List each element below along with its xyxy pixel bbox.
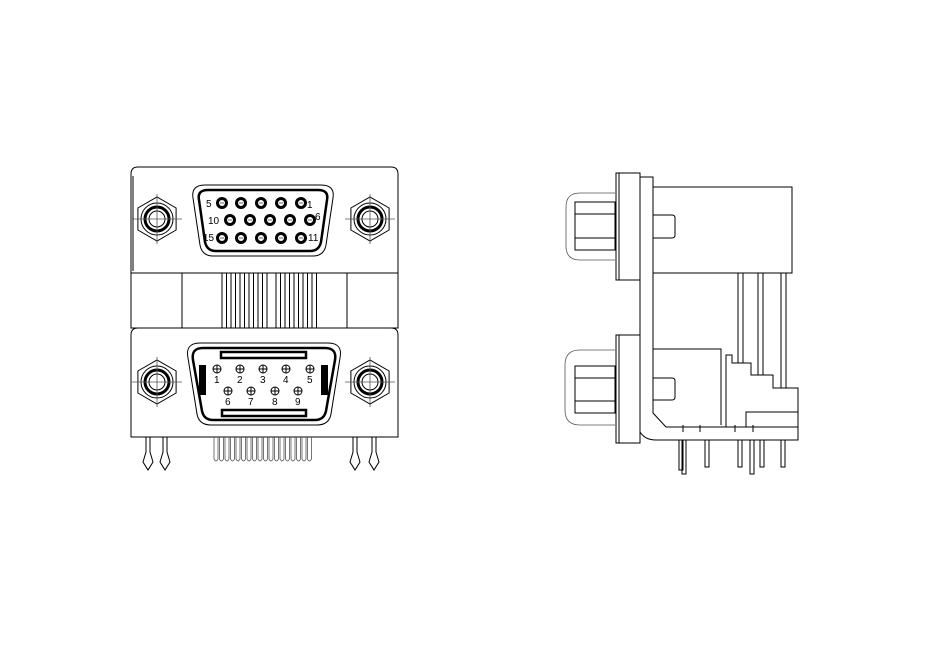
pin-socket bbox=[255, 197, 267, 209]
upper-flange bbox=[615, 172, 641, 281]
pin-socket bbox=[224, 214, 236, 226]
de9-pin-label: 4 bbox=[283, 375, 289, 386]
pin: 1 bbox=[212, 364, 222, 386]
de9-pin-label: 3 bbox=[260, 375, 266, 386]
de9-pin-label: 7 bbox=[248, 397, 254, 408]
vga-pins bbox=[216, 197, 316, 244]
hex-nut-icon bbox=[132, 194, 182, 244]
lower-panel bbox=[130, 327, 399, 438]
side-pins bbox=[682, 273, 799, 432]
vga-pin-label-5: 5 bbox=[206, 199, 212, 210]
pin-socket bbox=[235, 232, 247, 244]
pin: 8 bbox=[270, 386, 280, 408]
upper-post bbox=[653, 214, 676, 239]
de9-pin-label: 8 bbox=[272, 397, 278, 408]
pin-socket bbox=[255, 232, 267, 244]
de9-pin-label: 6 bbox=[225, 397, 231, 408]
de9-pin-label: 1 bbox=[214, 375, 220, 386]
de9-shell bbox=[187, 342, 341, 426]
upper-panel bbox=[130, 166, 399, 274]
lower-screw bbox=[564, 349, 616, 426]
pin-socket bbox=[244, 214, 256, 226]
vga-pin-label-11: 11 bbox=[308, 233, 319, 244]
pin-socket bbox=[275, 197, 287, 209]
bracket-plate bbox=[639, 176, 799, 441]
pin-socket bbox=[304, 214, 316, 226]
pin: 2 bbox=[235, 364, 245, 386]
hex-nut-icon bbox=[132, 357, 182, 407]
pin: 9 bbox=[293, 386, 303, 408]
pin-socket bbox=[295, 232, 307, 244]
hex-nut-icon bbox=[345, 194, 395, 244]
vga-pin-label-1: 1 bbox=[307, 200, 313, 211]
lower-post bbox=[653, 377, 676, 401]
pin: 6 bbox=[223, 386, 233, 408]
pin-socket bbox=[275, 232, 287, 244]
pin-socket bbox=[216, 197, 228, 209]
vga-shell bbox=[192, 184, 334, 257]
middle-section bbox=[130, 272, 399, 329]
upper-screw bbox=[565, 192, 616, 261]
de9-pin-label: 5 bbox=[307, 375, 313, 386]
pin-socket bbox=[216, 232, 228, 244]
pin: 7 bbox=[246, 386, 256, 408]
pin-socket bbox=[295, 197, 307, 209]
lower-housing bbox=[653, 348, 722, 425]
vga-pin-label-10: 10 bbox=[208, 216, 220, 227]
vga-pin-label-15: 15 bbox=[203, 233, 215, 244]
pin: 3 bbox=[258, 364, 268, 386]
pin-socket bbox=[264, 214, 276, 226]
pin: 4 bbox=[281, 364, 291, 386]
pin: 5 bbox=[305, 364, 315, 386]
lower-flange bbox=[615, 334, 641, 444]
side-view bbox=[564, 172, 799, 475]
de9-pin-label: 2 bbox=[237, 375, 243, 386]
solder-legs bbox=[142, 437, 380, 471]
upper-housing bbox=[652, 186, 793, 274]
side-leads bbox=[678, 440, 786, 475]
front-view: 5 1 10 6 15 11 1 2 3 4 5 6 7 8 9 bbox=[130, 166, 399, 471]
de9-pin-label: 9 bbox=[295, 397, 301, 408]
de9-pins: 1 2 3 4 5 6 7 8 9 bbox=[212, 364, 315, 408]
pin-socket bbox=[235, 197, 247, 209]
vga-pin-label-6: 6 bbox=[315, 212, 321, 223]
hex-nut-icon bbox=[345, 357, 395, 407]
pin-socket bbox=[284, 214, 296, 226]
